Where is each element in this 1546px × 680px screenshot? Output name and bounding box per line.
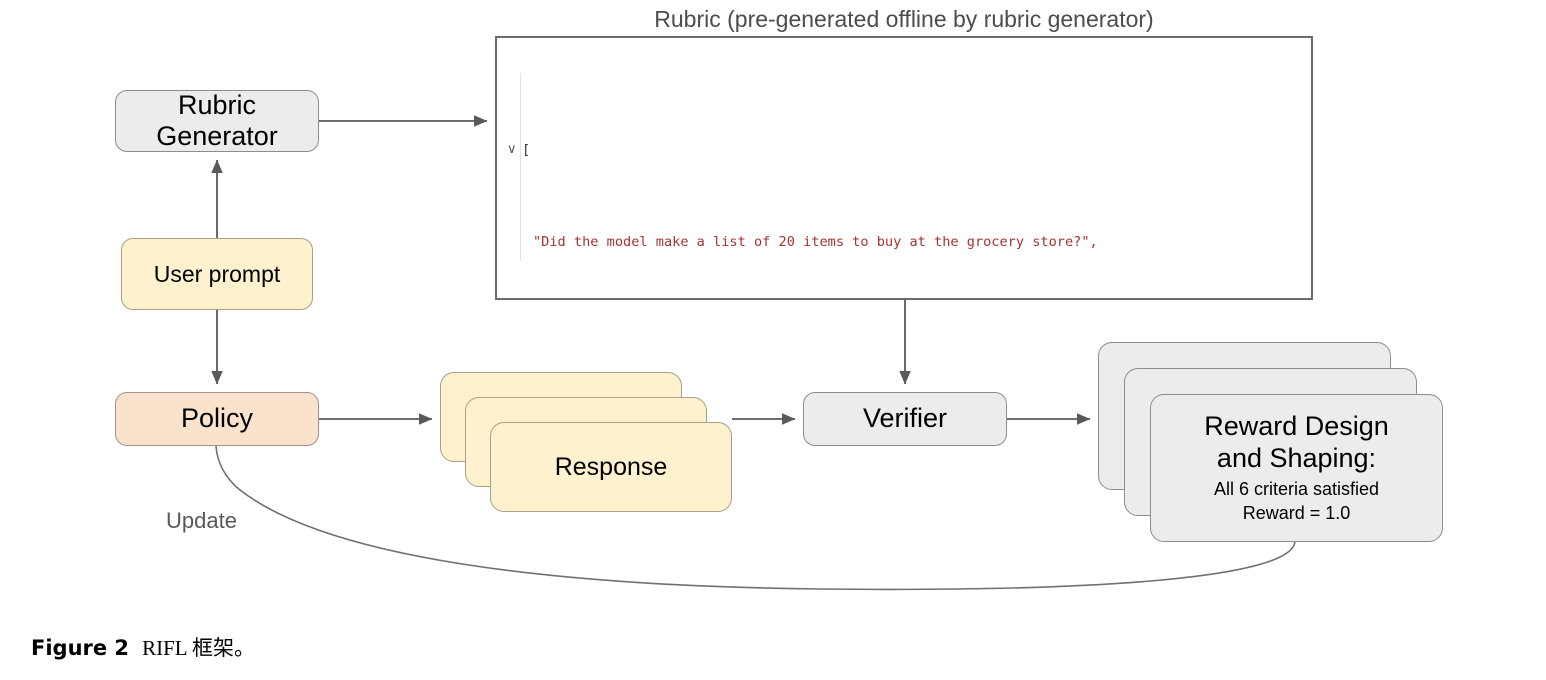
node-reward-stack[interactable]: Reward Design and Shaping: All 6 criteri… (1098, 342, 1443, 542)
edge-label-update: Update (166, 508, 237, 533)
response-card-front[interactable]: Response (490, 422, 732, 512)
response-label: Response (554, 452, 668, 481)
node-rubric-generator[interactable]: Rubric Generator (115, 90, 319, 152)
verifier-label: Verifier (862, 403, 948, 434)
reward-criteria-text: All 6 criteria satisfied (1213, 479, 1380, 500)
rubric-panel: ∨[ "Did the model make a list of 20 item… (495, 36, 1313, 300)
reward-value-text: Reward = 1.0 (1242, 502, 1351, 523)
indent-guide (520, 73, 521, 261)
rubric-generator-label-line1: Rubric (177, 89, 257, 120)
rubric-generator-label-line2: Generator (156, 121, 278, 151)
rubric-json-code: ∨[ "Did the model make a list of 20 item… (507, 45, 1301, 298)
figure-caption-text: RIFL 框架。 (142, 636, 256, 660)
reward-title-line2: and Shaping: (1216, 442, 1377, 473)
figure-caption: Figure 2 RIFL 框架。 (31, 632, 255, 662)
rubric-item-0: "Did the model make a list of 20 items t… (533, 234, 1098, 250)
policy-label: Policy (180, 403, 254, 434)
code-line-open: ∨[ (507, 137, 1301, 162)
user-prompt-label: User prompt (153, 260, 281, 287)
figure-caption-label: Figure 2 (31, 636, 130, 660)
node-policy[interactable]: Policy (115, 392, 319, 446)
reward-title-line1: Reward Design (1204, 410, 1389, 441)
node-verifier[interactable]: Verifier (803, 392, 1007, 446)
node-response-stack[interactable]: Response (440, 372, 732, 512)
node-user-prompt[interactable]: User prompt (121, 238, 313, 310)
rubric-panel-heading: Rubric (pre-generated offline by rubric … (654, 6, 1154, 32)
chevron-down-icon[interactable]: ∨ (507, 141, 517, 156)
reward-card-front[interactable]: Reward Design and Shaping: All 6 criteri… (1150, 394, 1443, 542)
